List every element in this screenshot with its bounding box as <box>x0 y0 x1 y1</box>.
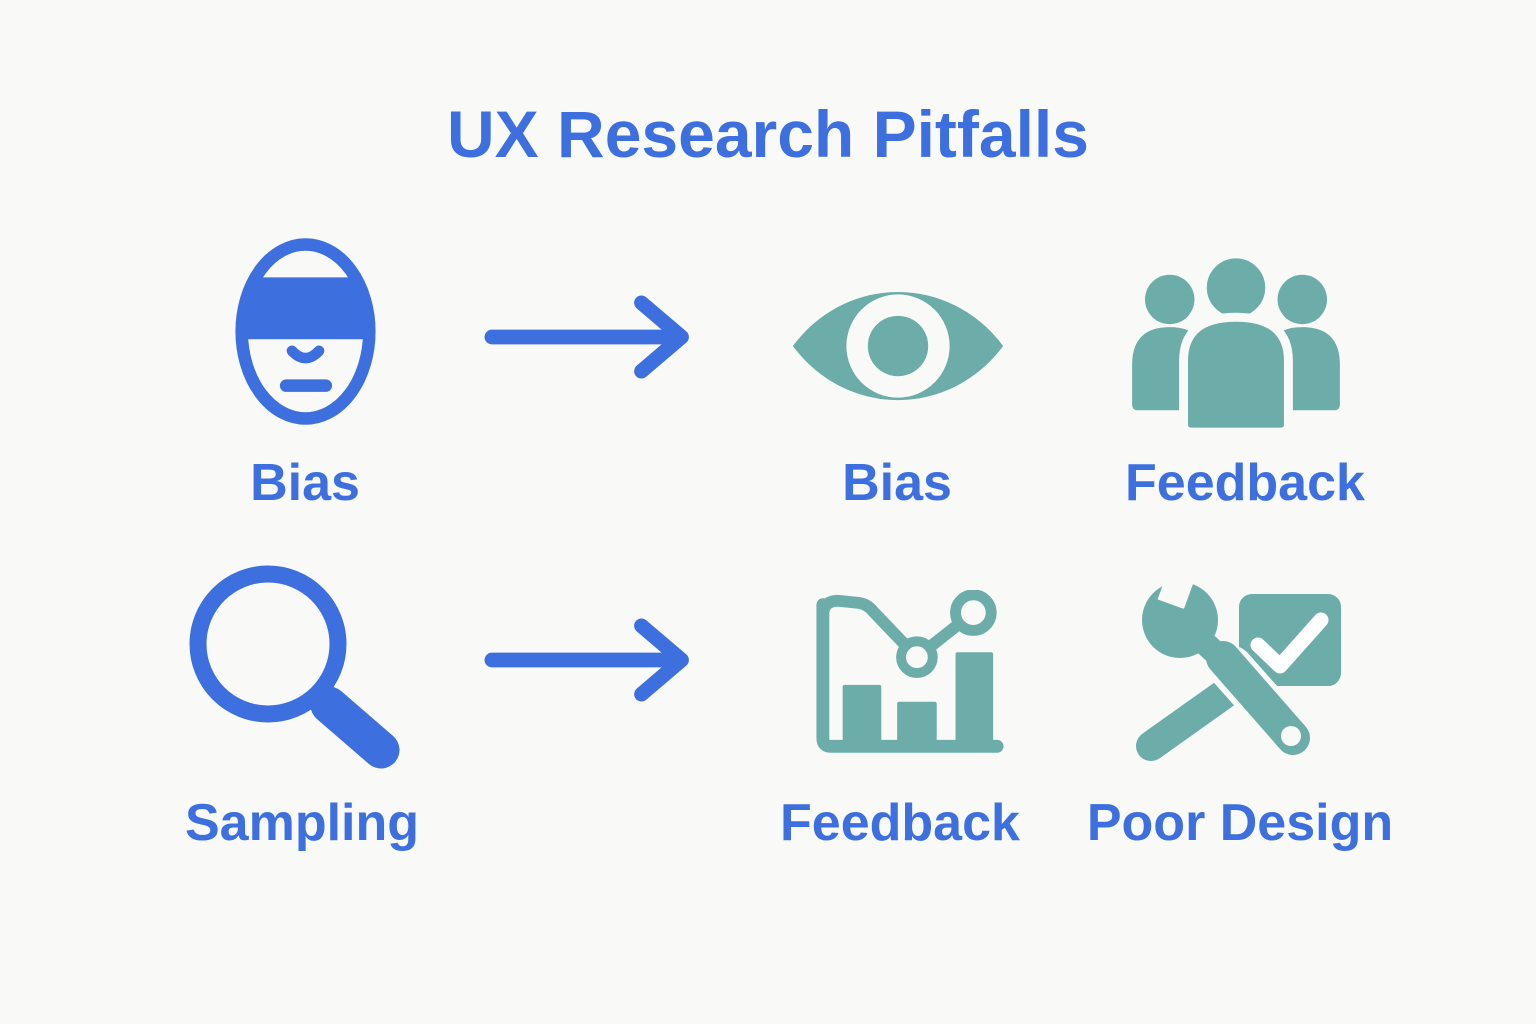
result-label-feedback: Feedback <box>780 794 1020 852</box>
people-group-icon <box>1122 248 1350 436</box>
page-title: UX Research Pitfalls <box>447 97 1089 171</box>
blindfolded-face-icon <box>233 234 378 429</box>
pitfall-label-sampling: Sampling <box>184 794 420 852</box>
result-label-feedback: Feedback <box>1125 454 1365 512</box>
magnifier-icon <box>183 556 418 771</box>
result-label-bias: Bias <box>842 454 952 512</box>
result-label-poor-design: Poor Design <box>1086 794 1394 852</box>
right-arrow-icon <box>483 616 708 704</box>
right-arrow-icon <box>483 293 708 381</box>
pitfall-label-bias: Bias <box>250 454 360 512</box>
bar-chart-trend-icon <box>810 590 1008 762</box>
tools-checkbox-icon <box>1115 568 1355 773</box>
eye-icon <box>786 266 1010 427</box>
